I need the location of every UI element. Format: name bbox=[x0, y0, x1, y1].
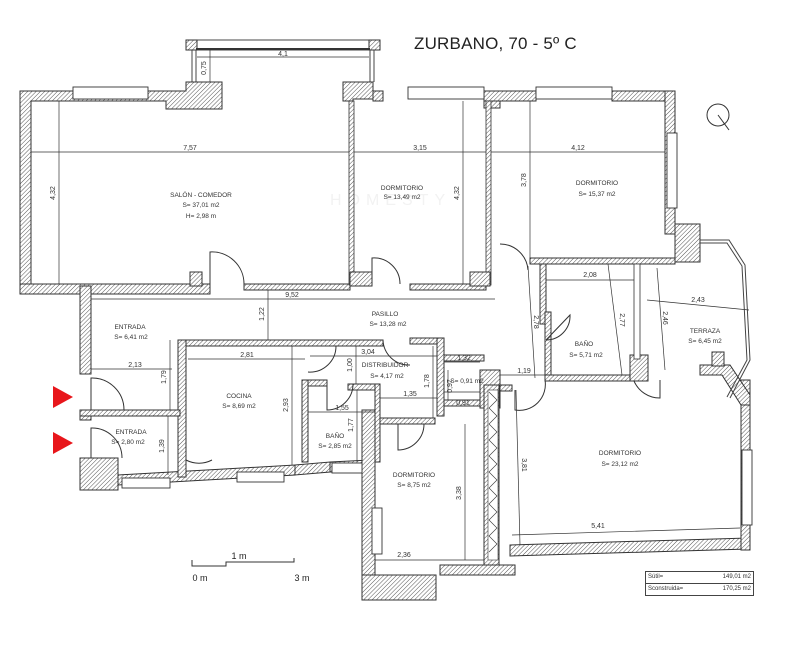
room-entrada2-area: S= 2,80 m2 bbox=[111, 439, 145, 446]
dim-armario-inner: 0,91 bbox=[456, 400, 470, 407]
useful-area-value: 149,01 m2 bbox=[722, 574, 751, 580]
dim-dorm3-depth: 3,38 bbox=[456, 486, 463, 500]
dim-bano1-depth: 1,77 bbox=[348, 418, 355, 432]
dim-distrib-depth: 1,78 bbox=[424, 374, 431, 388]
dim-dorm4-depth: 3,81 bbox=[520, 458, 527, 472]
room-cocina-area: S= 8,69 m2 bbox=[222, 403, 256, 410]
scale-bar: 1 m 0 m 3 m bbox=[191, 551, 310, 583]
scale-label-3m: 3 m bbox=[294, 573, 309, 583]
dim-entrada-width: 2,13 bbox=[128, 362, 142, 369]
room-salon-name: SALÓN - COMEDOR bbox=[170, 190, 232, 199]
room-entrada1-name: ENTRADA bbox=[114, 324, 146, 331]
dim-bano2-width: 2,08 bbox=[583, 272, 597, 279]
dimension-labels: 4,1 0,75 7,57 4,32 3,15 4,32 4,12 3,78 9… bbox=[50, 51, 705, 559]
dim-distrib-width: 3,04 bbox=[361, 349, 375, 356]
dim-entrada2-depth: 1,39 bbox=[159, 439, 166, 453]
room-labels: SALÓN - COMEDOR S= 37,01 m2 H= 2,98 m DO… bbox=[111, 180, 722, 489]
room-distribuidor-name: DISTRIBUIDOR bbox=[362, 362, 409, 369]
entry-arrow-2 bbox=[53, 432, 73, 454]
dim-dorm1-width: 3,15 bbox=[413, 145, 427, 152]
room-bano1-name: BAÑO bbox=[326, 431, 344, 440]
compass-icon bbox=[706, 103, 730, 131]
room-dorm2-area: S= 15,37 m2 bbox=[578, 191, 615, 198]
balcony bbox=[185, 39, 381, 82]
dim-terraza-depth: 2,46 bbox=[661, 311, 668, 325]
windows bbox=[72, 86, 753, 555]
dim-distrib-inner: 1,35 bbox=[403, 391, 417, 398]
summary-row-built: Sconstruida= 170,25 m2 bbox=[646, 583, 753, 595]
room-cocina-name: COCINA bbox=[226, 393, 252, 400]
terraza-outline bbox=[700, 239, 751, 399]
dim-balcony-depth: 0,75 bbox=[201, 61, 208, 75]
room-bano2-area: S= 5,71 m2 bbox=[569, 352, 603, 359]
room-terraza-name: TERRAZA bbox=[690, 328, 721, 335]
room-pasillo-area: S= 13,28 m2 bbox=[369, 321, 406, 328]
summary-row-useful: Sútil= 149,01 m2 bbox=[646, 572, 753, 583]
dim-armario-depth: 0,97 bbox=[447, 379, 454, 393]
room-dorm2-name: DORMITORIO bbox=[576, 180, 618, 187]
room-entrada1-area: S= 6,41 m2 bbox=[114, 334, 148, 341]
room-dorm3-name: DORMITORIO bbox=[393, 472, 435, 479]
dim-pasillo-width: 1,22 bbox=[259, 307, 266, 321]
dim-hall-depth: 2,78 bbox=[532, 315, 539, 329]
dim-salon-depth: 4,32 bbox=[50, 186, 57, 200]
entry-arrow-1 bbox=[53, 386, 73, 408]
room-dorm3-area: S= 8,75 m2 bbox=[397, 482, 431, 489]
dim-armario-width: 1,32 bbox=[457, 355, 471, 362]
dim-balcony-width: 4,1 bbox=[278, 51, 288, 58]
scale-label-0m: 0 m bbox=[192, 573, 207, 583]
useful-area-label: Sútil= bbox=[648, 574, 664, 580]
dim-hall-width: 1,19 bbox=[517, 368, 531, 375]
dim-bano2-depth: 2,77 bbox=[618, 313, 625, 327]
dim-dorm1-depth: 4,32 bbox=[454, 186, 461, 200]
exterior-walls bbox=[19, 81, 751, 601]
room-distribuidor-area: S= 4,17 m2 bbox=[370, 373, 404, 380]
plan-title: ZURBANO, 70 - 5º C bbox=[414, 34, 577, 53]
interior-walls bbox=[79, 263, 649, 566]
room-dorm1-area: S= 13,49 m2 bbox=[383, 194, 420, 201]
dim-distrib-door: 1,00 bbox=[347, 358, 354, 372]
watermark: HOMESTY bbox=[330, 192, 451, 209]
room-dorm4-area: S= 23,12 m2 bbox=[601, 461, 638, 468]
dim-bano1-width: 1,55 bbox=[335, 405, 349, 412]
dim-dorm3-width: 2,36 bbox=[397, 552, 411, 559]
area-summary-table: Sútil= 149,01 m2 Sconstruida= 170,25 m2 bbox=[645, 571, 754, 596]
room-pasillo-name: PASILLO bbox=[372, 311, 399, 318]
room-entrada2-name: ENTRADA bbox=[115, 429, 147, 436]
doors bbox=[90, 243, 661, 464]
room-terraza-area: S= 6,45 m2 bbox=[688, 338, 722, 345]
dim-pasillo-length: 9,52 bbox=[285, 292, 299, 299]
dimension-lines bbox=[31, 50, 750, 561]
dim-terraza-width: 2,43 bbox=[691, 297, 705, 304]
room-salon-area: S= 37,01 m2 bbox=[182, 202, 219, 209]
dim-dorm2-width: 4,12 bbox=[571, 145, 585, 152]
dim-salon-width: 7,57 bbox=[183, 145, 197, 152]
room-salon-height: H= 2,98 m bbox=[186, 213, 216, 220]
room-bano1-area: S= 2,85 m2 bbox=[318, 443, 352, 450]
dim-dorm2-depth: 3,78 bbox=[521, 173, 528, 187]
dim-cocina-depth: 2,93 bbox=[283, 398, 290, 412]
dim-dorm4-width: 5,41 bbox=[591, 523, 605, 530]
room-dorm1-name: DORMITORIO bbox=[381, 185, 423, 192]
built-area-value: 170,25 m2 bbox=[722, 586, 751, 592]
room-armario-area: S= 0,91 m2 bbox=[450, 378, 484, 385]
room-bano2-name: BAÑO bbox=[575, 339, 593, 348]
dim-cocina-width: 2,81 bbox=[240, 352, 254, 359]
scale-label-1m: 1 m bbox=[231, 551, 246, 561]
built-area-label: Sconstruida= bbox=[648, 586, 684, 592]
room-dorm4-name: DORMITORIO bbox=[599, 450, 641, 457]
dim-entrada-depth: 1,79 bbox=[161, 370, 168, 384]
